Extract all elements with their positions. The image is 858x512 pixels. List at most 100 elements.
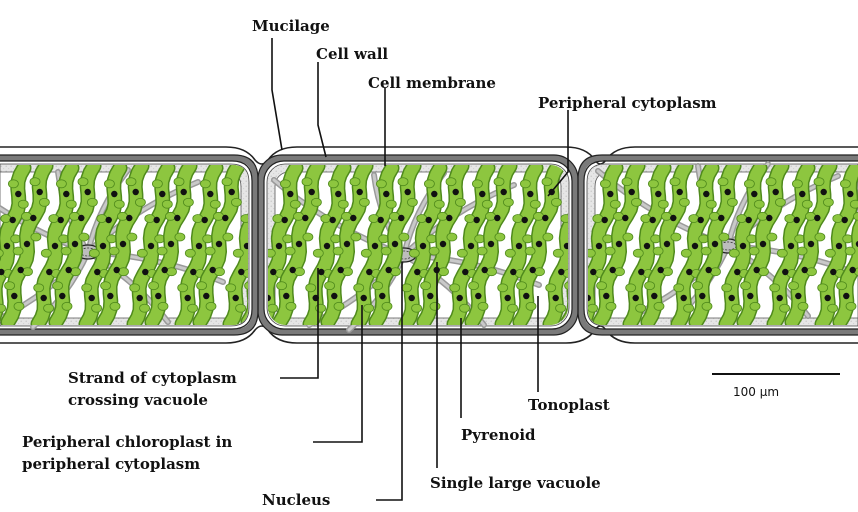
pyrenoid-icon (361, 295, 367, 301)
pyrenoid-icon (843, 293, 849, 299)
pyrenoid-icon (505, 295, 511, 301)
pyrenoid-icon (229, 189, 235, 195)
pyrenoid-icon (658, 267, 664, 273)
pyrenoid-icon (106, 217, 112, 223)
pyrenoid-icon (712, 241, 718, 247)
pyrenoid-icon (126, 215, 132, 221)
scale-bar-label: 100 μm (733, 385, 779, 399)
pyrenoid-icon (59, 293, 65, 299)
pyrenoid-icon (46, 269, 52, 275)
pyrenoid-icon (383, 191, 389, 197)
pyrenoid-icon (190, 269, 196, 275)
pyrenoid-icon (287, 191, 293, 197)
pyrenoid-icon (808, 241, 814, 247)
pyrenoid-icon (89, 295, 95, 301)
pyrenoid-icon (357, 189, 363, 195)
pyrenoid-icon (650, 217, 656, 223)
pyrenoid-icon (52, 243, 58, 249)
pyrenoid-icon (162, 267, 168, 273)
pyrenoid-icon (174, 215, 180, 221)
pyrenoid-icon (202, 217, 208, 223)
label-cell-wall: Cell wall (316, 45, 388, 63)
pyrenoid-icon (440, 241, 446, 247)
pyrenoid-icon (494, 215, 500, 221)
pyrenoid-icon (142, 269, 148, 275)
pyrenoid-icon (66, 267, 72, 273)
pyrenoid-icon (155, 293, 161, 299)
pyrenoid-icon (488, 241, 494, 247)
pyrenoid-icon (120, 241, 126, 247)
pyrenoid-icon (747, 293, 753, 299)
pyrenoid-icon (41, 295, 47, 301)
pyrenoid-icon (350, 215, 356, 221)
pyrenoid-icon (474, 217, 480, 223)
pyrenoid-icon (847, 191, 853, 197)
pyrenoid-icon (664, 241, 670, 247)
pyrenoid-icon (740, 243, 746, 249)
pyrenoid-icon (398, 215, 404, 221)
pyrenoid-icon (409, 295, 415, 301)
pyrenoid-icon (133, 189, 139, 195)
pyrenoid-icon (610, 267, 616, 273)
label-in-peripheral-cytoplasm: peripheral cytoplasm (22, 455, 200, 473)
label-single-large-vacuole: Single large vacuole (430, 474, 601, 492)
pyrenoid-icon (378, 217, 384, 223)
pyrenoid-icon (78, 215, 84, 221)
pyrenoid-icon (426, 217, 432, 223)
pyrenoid-icon (159, 191, 165, 197)
pyrenoid-icon (85, 189, 91, 195)
pyrenoid-icon (420, 243, 426, 249)
pyrenoid-icon (324, 243, 330, 249)
pyrenoid-icon (37, 189, 43, 195)
pyrenoid-icon (15, 191, 21, 197)
pyrenoid-icon (482, 267, 488, 273)
pyrenoid-icon (622, 215, 628, 221)
pyrenoid-icon (773, 189, 779, 195)
pyrenoid-icon (107, 293, 113, 299)
label-cell-membrane: Cell membrane (368, 74, 496, 92)
pyrenoid-icon (318, 269, 324, 275)
pyrenoid-icon (344, 241, 350, 247)
label-crossing-vacuole: crossing vacuole (68, 391, 208, 409)
pyrenoid-icon (616, 241, 622, 247)
pyrenoid-icon (651, 293, 657, 299)
pyrenoid-icon (431, 191, 437, 197)
scale-bar: 100 μm (712, 374, 840, 399)
pyrenoid-icon (276, 243, 282, 249)
pyrenoid-icon (462, 269, 468, 275)
pyrenoid-icon (596, 243, 602, 249)
pyrenoid-icon (681, 295, 687, 301)
pyrenoid-icon (510, 269, 516, 275)
pyrenoid-icon (24, 241, 30, 247)
pyrenoid-icon (638, 269, 644, 275)
pyrenoid-icon (58, 217, 64, 223)
pyrenoid-icon (718, 215, 724, 221)
label-pyrenoid: Pyrenoid (461, 426, 536, 444)
pyrenoid-icon (11, 293, 17, 299)
pyrenoid-icon (836, 243, 842, 249)
pyrenoid-icon (94, 269, 100, 275)
pyrenoid-icon (814, 215, 820, 221)
pyrenoid-icon (542, 215, 548, 221)
label-peripheral-cytoplasm: Peripheral cytoplasm (538, 94, 717, 112)
label-peripheral-chloroplast: Peripheral chloroplast in (22, 433, 232, 451)
pyrenoid-icon (751, 191, 757, 197)
pyrenoid-icon (729, 295, 735, 301)
pyrenoid-icon (655, 191, 661, 197)
pyrenoid-icon (686, 269, 692, 275)
pyrenoid-icon (850, 267, 856, 273)
label-nucleus: Nucleus (262, 491, 330, 509)
pyrenoid-icon (270, 269, 276, 275)
pyrenoid-icon (309, 189, 315, 195)
pyrenoid-icon (222, 215, 228, 221)
pyrenoid-icon (296, 241, 302, 247)
pyrenoid-icon (825, 295, 831, 301)
pyrenoid-icon (63, 191, 69, 197)
pyrenoid-icon (18, 267, 24, 273)
pyrenoid-icon (114, 267, 120, 273)
pyrenoid-icon (760, 241, 766, 247)
pyrenoid-icon (536, 241, 542, 247)
pyrenoid-icon (379, 293, 385, 299)
pyrenoid-icon (386, 267, 392, 273)
